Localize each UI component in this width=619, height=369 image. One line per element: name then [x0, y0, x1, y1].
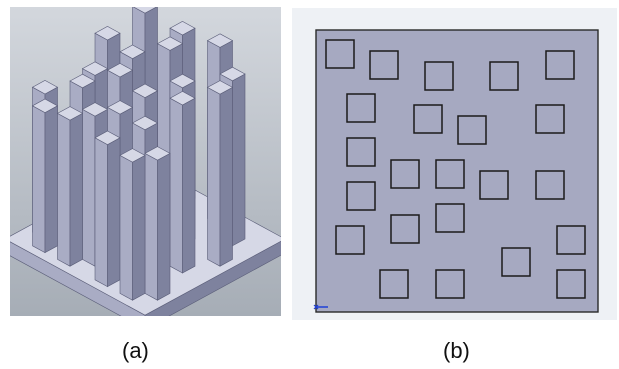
pin-outline-13	[479, 170, 509, 200]
pin-outline-17	[435, 203, 465, 233]
heat-sink-top-view	[292, 8, 617, 320]
pin-fin-22	[144, 146, 171, 301]
pin-outline-11	[390, 159, 420, 189]
caption-a: (a)	[122, 338, 149, 363]
pin-outline-6	[346, 93, 376, 123]
pin-outline-14	[535, 170, 565, 200]
pin-outline-5	[545, 50, 575, 80]
pin-outline-16	[390, 214, 420, 244]
pin-outline-18	[335, 225, 365, 255]
pin-fin-15	[206, 80, 234, 267]
pin-outline-12	[435, 159, 465, 189]
pin-outline-22	[435, 269, 465, 299]
pin-outline-19	[501, 247, 531, 277]
heat-sink-geometry	[4, 0, 286, 330]
pin-outline-23	[556, 269, 586, 299]
origin-marker-icon	[313, 304, 328, 310]
heat-sink-3d-view	[4, 0, 286, 330]
pin-fin-21	[94, 130, 121, 288]
pin-fin-19	[169, 91, 196, 274]
pin-outline-21	[379, 269, 409, 299]
pin-outline-9	[535, 104, 565, 134]
pin-outline-8	[457, 115, 487, 145]
pin-outline-2	[369, 50, 399, 80]
pin-outline-7	[413, 104, 443, 134]
heat-sink-top-drawing	[292, 8, 617, 320]
caption-b: (b)	[443, 338, 470, 363]
pin-outline-3	[424, 61, 454, 91]
pin-outline-1	[325, 39, 355, 69]
pin-squares	[325, 39, 586, 299]
pin-fin-17	[56, 106, 84, 267]
pin-outline-4	[489, 61, 519, 91]
pin-outline-20	[556, 225, 586, 255]
pin-fin-23	[119, 148, 146, 301]
pin-outline-15	[346, 181, 376, 211]
pin-fin-14	[31, 98, 59, 254]
heat-sink-3d-drawing	[4, 0, 286, 330]
pin-outline-10	[346, 137, 376, 167]
